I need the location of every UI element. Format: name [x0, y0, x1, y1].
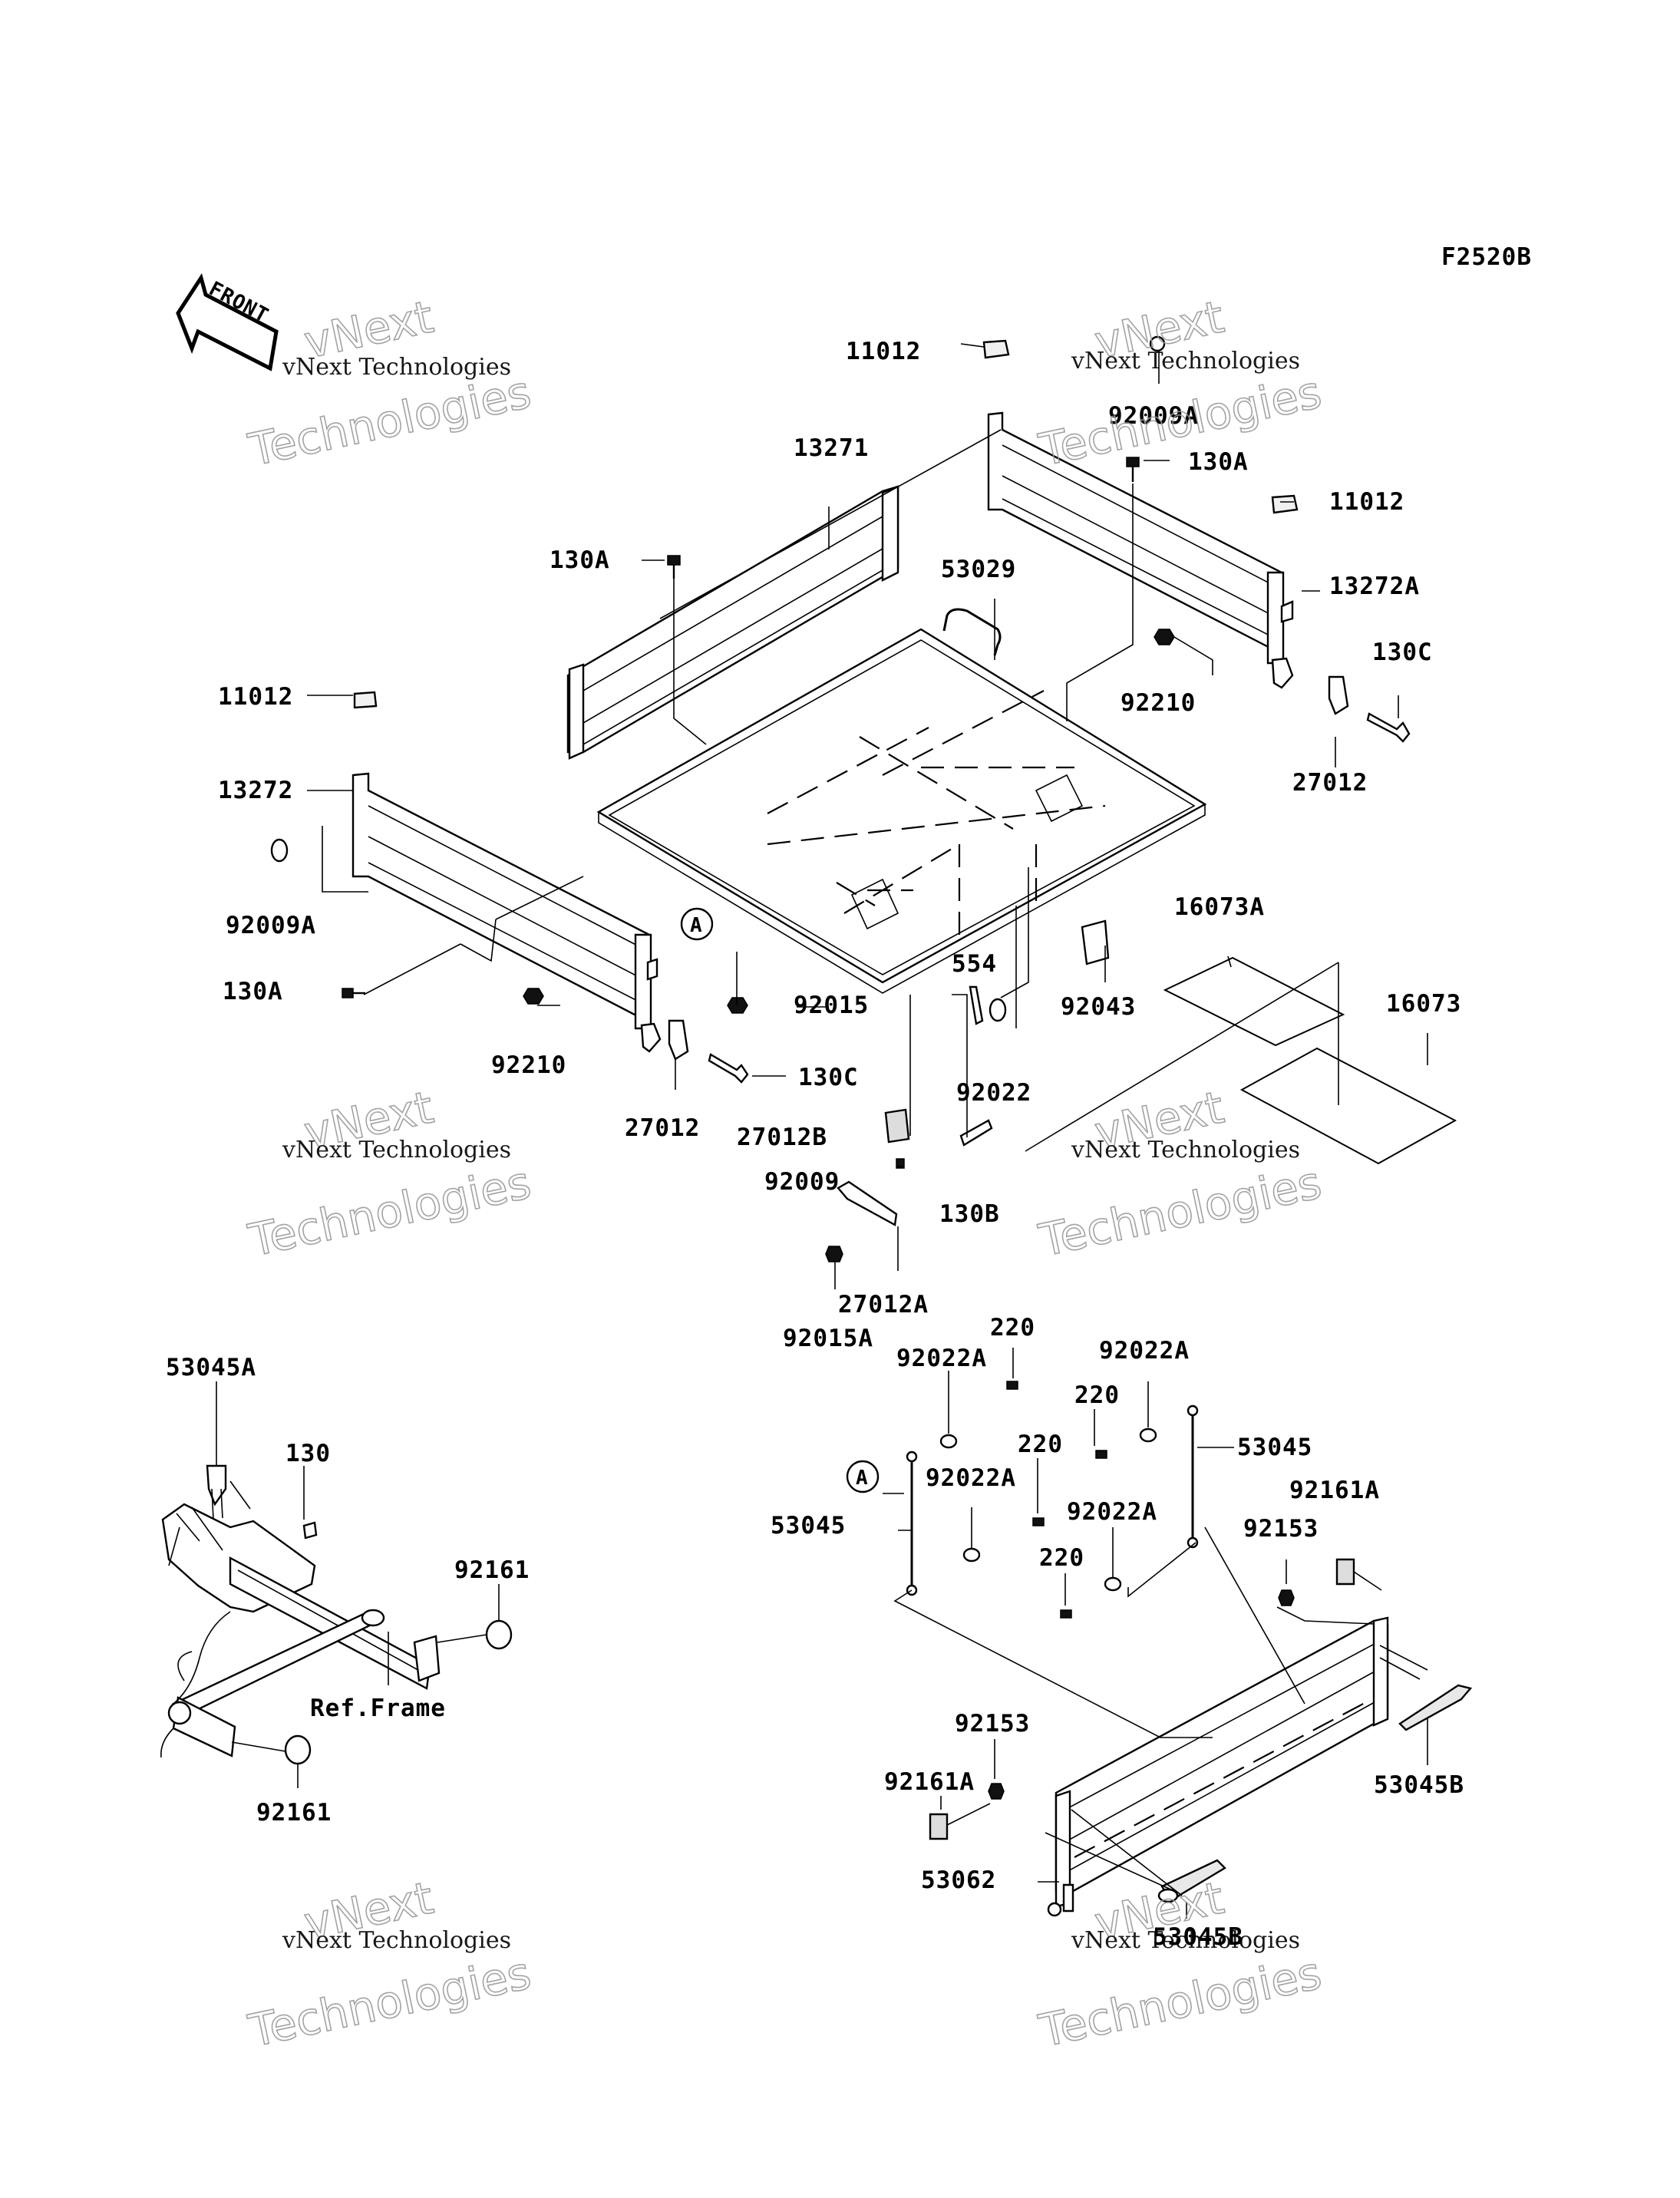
label-130a-c: 130A — [223, 978, 283, 1005]
label-16073: 16073 — [1386, 990, 1461, 1018]
label-92161a-b: 92161A — [884, 1768, 975, 1796]
deck-floor — [596, 608, 1207, 994]
label-130b: 130B — [939, 1200, 1000, 1228]
svg-text:vNext Technologies: vNext Technologies — [282, 354, 511, 381]
label-13272: 13272 — [218, 777, 293, 804]
label-53029: 53029 — [941, 556, 1016, 583]
label-92022a-a: 92022A — [896, 1345, 987, 1372]
label-92153-a: 92153 — [1243, 1515, 1319, 1543]
watermark-1: vNext vNext Technologies Technologies — [243, 290, 536, 477]
label-220-a: 220 — [990, 1314, 1035, 1342]
label-92022: 92022 — [956, 1079, 1031, 1107]
label-92022a-c: 92022A — [926, 1464, 1016, 1492]
label-92009a-a: 92009A — [1108, 402, 1199, 430]
label-92022a-d: 92022A — [1067, 1498, 1157, 1526]
leader-lines-top — [307, 343, 1428, 1289]
side-panel-left — [352, 772, 662, 1053]
svg-text:Technologies: Technologies — [1035, 1156, 1326, 1266]
leader-lines-left — [216, 1381, 500, 1788]
svg-text:Technologies: Technologies — [244, 365, 536, 476]
diagram-code: F2520B — [1441, 243, 1532, 271]
label-53045b-b: 53045B — [1153, 1923, 1243, 1951]
label-92015a: 92015A — [783, 1325, 873, 1352]
label-27012b: 27012B — [737, 1124, 827, 1151]
hardware-top — [270, 335, 1457, 1262]
label-92022a-b: 92022A — [1099, 1337, 1190, 1365]
tailgate-assembly — [906, 1381, 1473, 1917]
part-labels: 11012 92009A 130A 11012 13272A 130C 9221… — [166, 338, 1464, 1951]
svg-text:vNext Technologies: vNext Technologies — [282, 1137, 511, 1163]
label-53062: 53062 — [921, 1866, 996, 1894]
svg-text:vNext Technologies: vNext Technologies — [282, 1927, 511, 1954]
label-92153-b: 92153 — [955, 1710, 1030, 1738]
watermark-5: vNext vNext Technologies Technologies — [243, 1871, 536, 2058]
label-220-d: 220 — [1039, 1544, 1084, 1572]
label-53045a: 53045A — [166, 1354, 256, 1381]
label-554: 554 — [952, 950, 997, 978]
svg-text:Technologies: Technologies — [244, 1156, 536, 1266]
label-53045-b: 53045 — [771, 1512, 846, 1540]
label-27012a: 27012A — [838, 1291, 929, 1318]
label-130c-a: 130C — [1372, 639, 1433, 666]
svg-text:vNext Technologies: vNext Technologies — [1071, 1137, 1300, 1163]
label-53045b-a: 53045B — [1374, 1771, 1464, 1799]
watermark-3: vNext vNext Technologies Technologies — [243, 1081, 536, 1268]
front-panel — [566, 485, 899, 760]
side-panel-right — [987, 411, 1294, 689]
label-92015: 92015 — [794, 992, 869, 1019]
svg-text:A: A — [856, 1467, 869, 1490]
label-92161-b: 92161 — [256, 1799, 332, 1827]
front-arrow-icon: FRONT — [176, 272, 279, 371]
svg-text:Technologies: Technologies — [1035, 1946, 1326, 2057]
label-92009a-b: 92009A — [226, 912, 316, 939]
label-11012-c: 11012 — [218, 683, 293, 711]
label-92210-b: 92210 — [491, 1051, 566, 1079]
label-16073a: 16073A — [1174, 893, 1265, 921]
callout-a-lower: A — [846, 1460, 880, 1493]
label-130a-a: 130A — [1188, 448, 1249, 476]
label-11012-a: 11012 — [846, 338, 921, 365]
label-130c-b: 130C — [798, 1064, 859, 1091]
label-11012-b: 11012 — [1329, 488, 1404, 516]
label-92009: 92009 — [764, 1168, 840, 1196]
callout-a-top: A — [680, 907, 714, 941]
label-ref-frame: Ref.Frame — [310, 1695, 446, 1722]
svg-text:vNext Technologies: vNext Technologies — [1071, 348, 1300, 375]
label-130a-b: 130A — [550, 546, 610, 574]
ref-frame-assembly — [160, 1464, 513, 1765]
label-220-b: 220 — [1074, 1381, 1120, 1409]
label-53045-a: 53045 — [1237, 1434, 1312, 1461]
label-92210-a: 92210 — [1121, 689, 1196, 717]
watermark-2: vNext vNext Technologies Technologies — [1034, 290, 1326, 477]
label-13271: 13271 — [794, 434, 869, 462]
label-27012-a: 27012 — [1292, 769, 1368, 797]
label-92043: 92043 — [1061, 993, 1136, 1021]
label-92161-a: 92161 — [454, 1556, 530, 1584]
leader-lines-right — [883, 1348, 1428, 1919]
svg-text:Technologies: Technologies — [244, 1946, 536, 2057]
label-13272a: 13272A — [1329, 573, 1420, 600]
svg-text:Technologies: Technologies — [1035, 365, 1326, 476]
label-92161a-a: 92161A — [1289, 1477, 1380, 1504]
label-130: 130 — [286, 1440, 331, 1467]
watermark-6: vNext vNext Technologies Technologies — [1034, 1871, 1326, 2058]
label-27012-b: 27012 — [625, 1114, 700, 1142]
svg-text:A: A — [690, 914, 703, 937]
svg-text:vNext Technologies: vNext Technologies — [1071, 1927, 1300, 1954]
label-220-c: 220 — [1018, 1431, 1063, 1458]
